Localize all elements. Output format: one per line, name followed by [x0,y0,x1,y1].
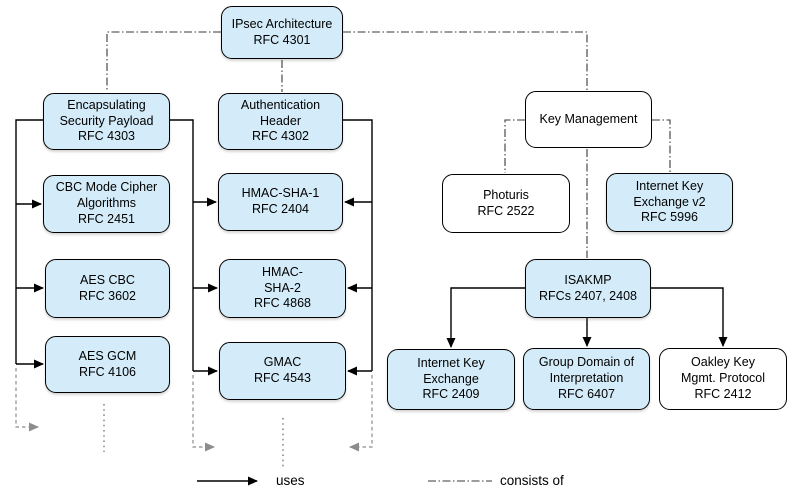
node-hmac-sha1: HMAC-SHA-1 RFC 2404 [218,173,343,231]
legend-uses-label: uses [276,473,305,488]
node-isakmp: ISAKMP RFCs 2407, 2408 [525,259,651,318]
node-gdoi: Group Domain of Interpretation RFC 6407 [523,348,650,410]
node-hmac-sha2: HMAC- SHA-2 RFC 4868 [219,259,346,318]
node-esp: Encapsulating Security Payload RFC 4303 [43,93,170,150]
node-cbc-mode: CBC Mode Cipher Algorithms RFC 2451 [43,175,170,233]
node-ipsec-architecture: IPsec Architecture RFC 4301 [221,6,343,59]
node-aes-cbc: AES CBC RFC 3602 [45,259,170,318]
node-key-management: Key Management [525,91,652,148]
node-photuris: Photuris RFC 2522 [442,174,570,233]
node-ike-v2: Internet Key Exchange v2 RFC 5996 [606,173,733,232]
node-gmac: GMAC RFC 4543 [219,342,346,400]
legend-consists-of-label: consists of [500,473,564,488]
continuation-wires [15,368,373,468]
node-auth-header: Authentication Header RFC 4302 [218,93,343,150]
node-oakley: Oakley Key Mgmt. Protocol RFC 2412 [659,348,787,410]
uses-wires [15,119,728,376]
node-ike: Internet Key Exchange RFC 2409 [387,349,515,410]
node-aes-gcm: AES GCM RFC 4106 [45,336,170,393]
consists-of-wires [106,31,671,258]
